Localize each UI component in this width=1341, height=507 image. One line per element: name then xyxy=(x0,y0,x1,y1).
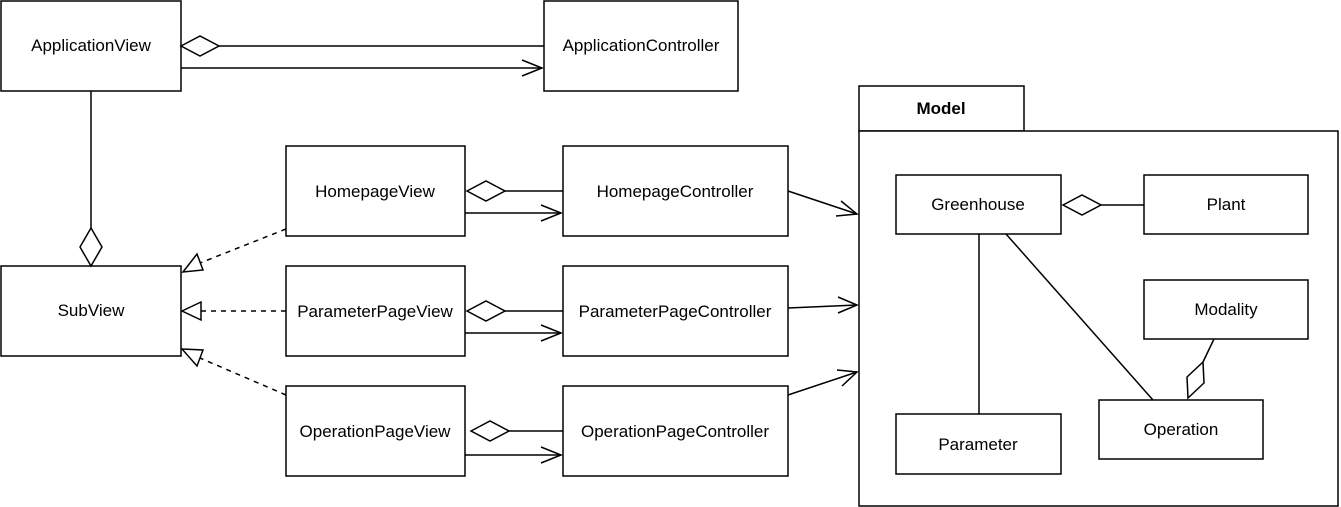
appview-appcontroller-aggregation xyxy=(179,35,544,57)
package-label: Model xyxy=(916,99,965,118)
modality-box xyxy=(1143,279,1309,340)
parameter-page-view-label: ParameterPageView xyxy=(297,302,453,321)
greenhouse-plant-aggregation xyxy=(1061,194,1144,216)
operation-label: Operation xyxy=(1144,420,1219,439)
parameter-box xyxy=(895,413,1062,475)
subview-label: SubView xyxy=(58,301,126,320)
parameter-page-controller-label: ParameterPageController xyxy=(579,302,772,321)
homepage-controller-model-arrow xyxy=(787,190,859,217)
operation-box xyxy=(1098,399,1264,460)
homepage-view-label: HomepageView xyxy=(315,182,435,201)
parameter-page-association xyxy=(465,324,564,342)
operation-page-association xyxy=(465,446,564,464)
application-controller-label: ApplicationController xyxy=(563,36,720,55)
appview-subview-aggregation xyxy=(79,91,103,268)
operation-page-view-label: OperationPageView xyxy=(300,422,452,441)
greenhouse-label: Greenhouse xyxy=(931,195,1025,214)
operation-page-view-box xyxy=(285,385,466,477)
application-view-box xyxy=(0,0,182,92)
operation-page-aggregation xyxy=(469,420,563,442)
plant-box xyxy=(1143,174,1309,235)
homepage-controller-label: HomepageController xyxy=(597,182,754,201)
parameter-page-aggregation xyxy=(465,300,563,322)
operation-modality-aggregation xyxy=(1186,338,1215,400)
homepage-association xyxy=(465,204,564,222)
homepage-view-realization xyxy=(181,228,287,273)
greenhouse-operation-association xyxy=(1005,233,1154,401)
operation-page-view-realization xyxy=(180,348,287,396)
appview-appcontroller-association xyxy=(181,59,545,77)
operation-page-controller-model-arrow xyxy=(787,369,859,396)
application-view-label: ApplicationView xyxy=(31,36,151,55)
operation-page-controller-box xyxy=(562,385,789,477)
plant-label: Plant xyxy=(1207,195,1246,214)
parameter-label: Parameter xyxy=(938,435,1018,454)
homepage-view-box xyxy=(285,145,466,237)
homepage-aggregation xyxy=(465,180,563,202)
modality-label: Modality xyxy=(1194,300,1258,319)
parameter-page-controller-model-arrow xyxy=(787,296,859,314)
subview-box xyxy=(0,265,182,357)
parameter-page-view-realization xyxy=(180,300,286,322)
homepage-controller-box xyxy=(562,145,789,237)
application-controller-box xyxy=(543,0,739,92)
greenhouse-box xyxy=(895,174,1062,235)
operation-page-controller-label: OperationPageController xyxy=(581,422,769,441)
